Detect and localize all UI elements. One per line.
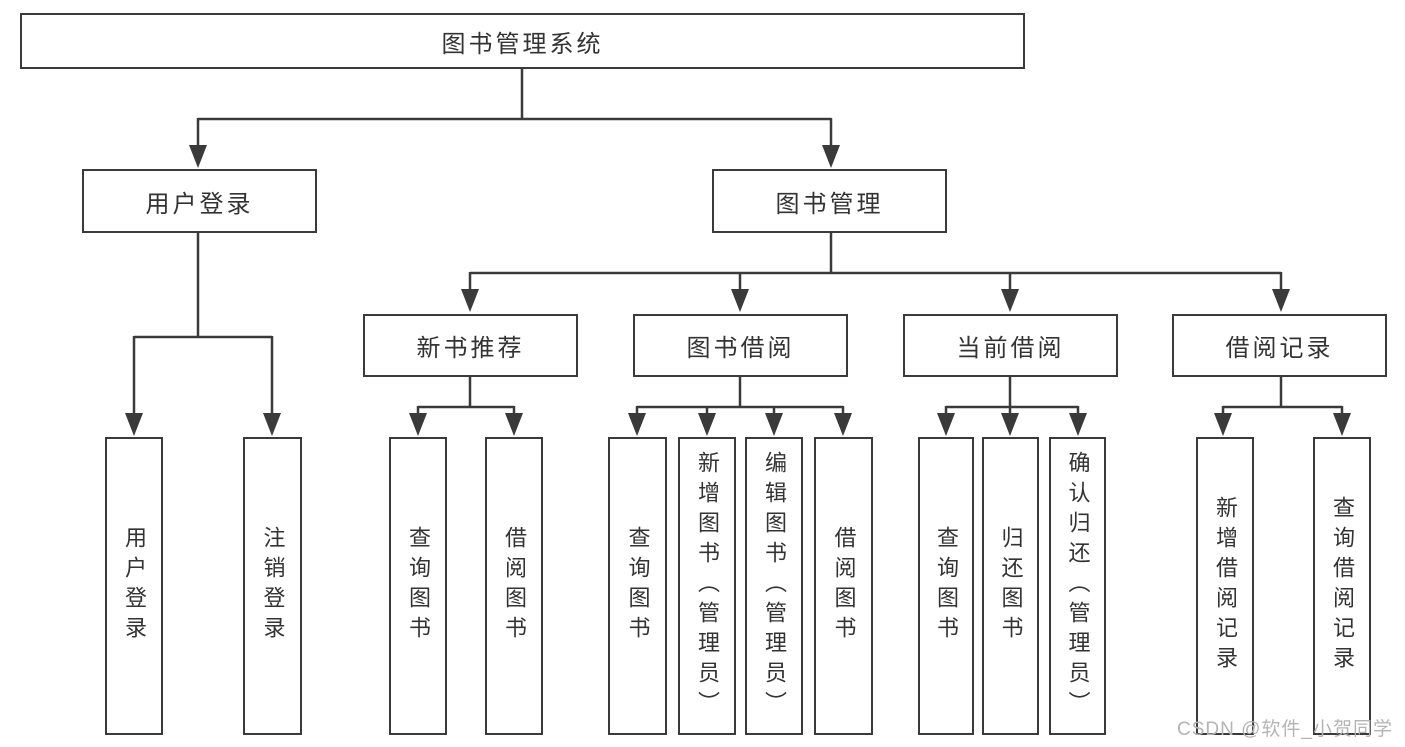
leaf-label: 查询图书: [934, 526, 959, 646]
leaf-label: 用户登录: [122, 526, 147, 646]
leaf-logout: 注销登录: [243, 437, 302, 735]
leaf-query-borrow-record: 查询借阅记录: [1313, 437, 1371, 735]
leaf-label: 新增图书（管理员）: [695, 451, 720, 721]
leaf-query-books: 查询图书: [918, 437, 974, 735]
leaf-label: 确认归还（管理员）: [1065, 451, 1091, 721]
leaf-user-login: 用户登录: [105, 437, 163, 735]
leaf-return-books: 归还图书: [982, 437, 1039, 735]
leaf-label: 归还图书: [998, 526, 1024, 646]
leaf-add-book-admin: 新增图书（管理员）: [678, 437, 736, 735]
leaf-label: 借阅图书: [831, 526, 857, 646]
leaf-label: 查询借阅记录: [1330, 496, 1355, 676]
leaf-label: 注销登录: [260, 526, 286, 646]
leaf-query-books: 查询图书: [608, 437, 667, 735]
node-book-management: 图书管理: [712, 169, 947, 233]
leaf-borrow-books: 借阅图书: [485, 437, 543, 735]
csdn-watermark: CSDN @软件_小贺同学: [1177, 719, 1393, 740]
leaf-query-books: 查询图书: [389, 437, 447, 735]
leaf-label: 查询图书: [406, 526, 431, 646]
node-library-management-system: 图书管理系统: [20, 13, 1025, 69]
leaf-label: 借阅图书: [502, 526, 527, 646]
leaf-confirm-return-admin: 确认归还（管理员）: [1049, 437, 1106, 735]
node-label: 当前借阅: [956, 335, 1065, 362]
node-label: 图书借阅: [686, 335, 795, 362]
node-label: 借阅记录: [1225, 335, 1334, 362]
leaf-label: 编辑图书（管理员）: [762, 451, 787, 721]
leaf-label: 新增借阅记录: [1213, 496, 1238, 676]
leaf-label: 查询图书: [625, 526, 651, 646]
node-label: 图书管理系统: [441, 30, 604, 58]
node-new-book-recommendation: 新书推荐: [363, 314, 578, 377]
node-label: 新书推荐: [416, 335, 525, 362]
node-book-borrowing: 图书借阅: [633, 314, 848, 377]
leaf-borrow-books: 借阅图书: [814, 437, 873, 735]
node-user-login: 用户登录: [82, 169, 317, 233]
node-current-borrowing: 当前借阅: [903, 314, 1118, 377]
node-label: 用户登录: [145, 190, 254, 218]
node-borrowing-records: 借阅记录: [1172, 314, 1387, 377]
leaf-add-borrow-record: 新增借阅记录: [1196, 437, 1254, 735]
node-label: 图书管理: [775, 190, 884, 218]
leaf-edit-book-admin: 编辑图书（管理员）: [745, 437, 803, 735]
